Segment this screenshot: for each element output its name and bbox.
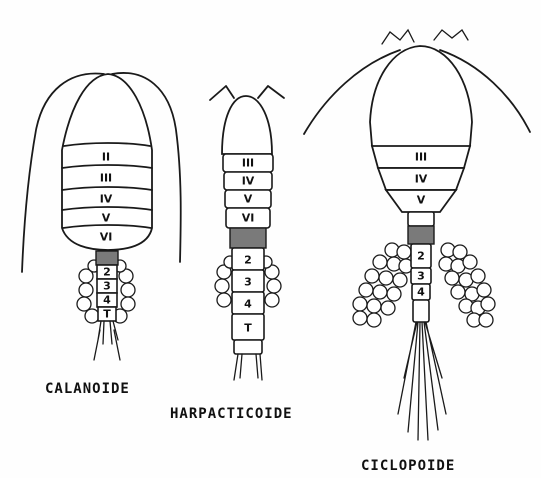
calanoide-label: CALANOIDE	[45, 381, 130, 397]
calanoide-genital-segment	[96, 251, 118, 265]
ciclopoide-label: CICLOPOIDE	[361, 458, 455, 474]
ciclopoide-right-egg-sac	[439, 243, 495, 327]
ciclopoide-figure: III IV V	[304, 30, 530, 440]
ciclopoide-cephalothorax	[370, 46, 472, 149]
ciclopoide-urosome-label: 4	[417, 286, 425, 299]
harpacticoide-segment-label: V	[244, 193, 253, 206]
ciclopoide-segment-label: III	[415, 151, 427, 164]
harpacticoide-genital-segment	[230, 228, 266, 248]
calanoide-urosome-label: 4	[103, 294, 111, 307]
harpacticoide-segment-label: IV	[242, 175, 255, 188]
calanoide-segment-label: IV	[100, 193, 113, 206]
calanoide-segment-label: V	[102, 212, 111, 225]
harpacticoide-figure: III IV V VI 2 3 4 T	[210, 86, 284, 380]
ciclopoide-furca	[398, 322, 446, 440]
calanoide-segment-label: VI	[100, 231, 113, 244]
harpacticoide-segment-label: VI	[242, 212, 255, 225]
harpacticoide-cephalothorax	[222, 96, 272, 154]
calanoide-urosome-label: 3	[103, 280, 111, 293]
harpacticoide-urosome-label: 4	[244, 298, 252, 311]
calanoide-segment-label: III	[100, 172, 112, 185]
ciclopoide-segment-label: V	[417, 194, 426, 207]
calanoide-figure: II III IV V VI 2 3 4 T	[22, 73, 181, 360]
calanoide-segment-label: II	[102, 151, 110, 164]
harpacticoide-urosome-label: 3	[244, 276, 252, 289]
calanoide-furca	[94, 321, 120, 360]
harpacticoide-urosome-label: 2	[244, 254, 252, 267]
harpacticoide-label: HARPACTICOIDE	[170, 406, 293, 422]
ciclopoide-segment-label: IV	[415, 173, 428, 186]
harpacticoide-right-antenna	[258, 86, 284, 98]
ciclopoide-genital-segment	[408, 226, 434, 244]
calanoide-urosome-label: T	[103, 308, 111, 321]
calanoide-urosome-label: 2	[103, 266, 111, 279]
ciclopoide-urosome-label: 3	[417, 270, 425, 283]
ciclopoide-urosome-label: 2	[417, 250, 425, 263]
harpacticoide-urosome-label: T	[244, 322, 252, 335]
harpacticoide-segment-label: III	[242, 157, 254, 170]
ciclopoide-left-egg-sac	[353, 243, 413, 327]
harpacticoide-left-antenna	[210, 86, 234, 100]
harpacticoide-furca	[234, 354, 262, 380]
